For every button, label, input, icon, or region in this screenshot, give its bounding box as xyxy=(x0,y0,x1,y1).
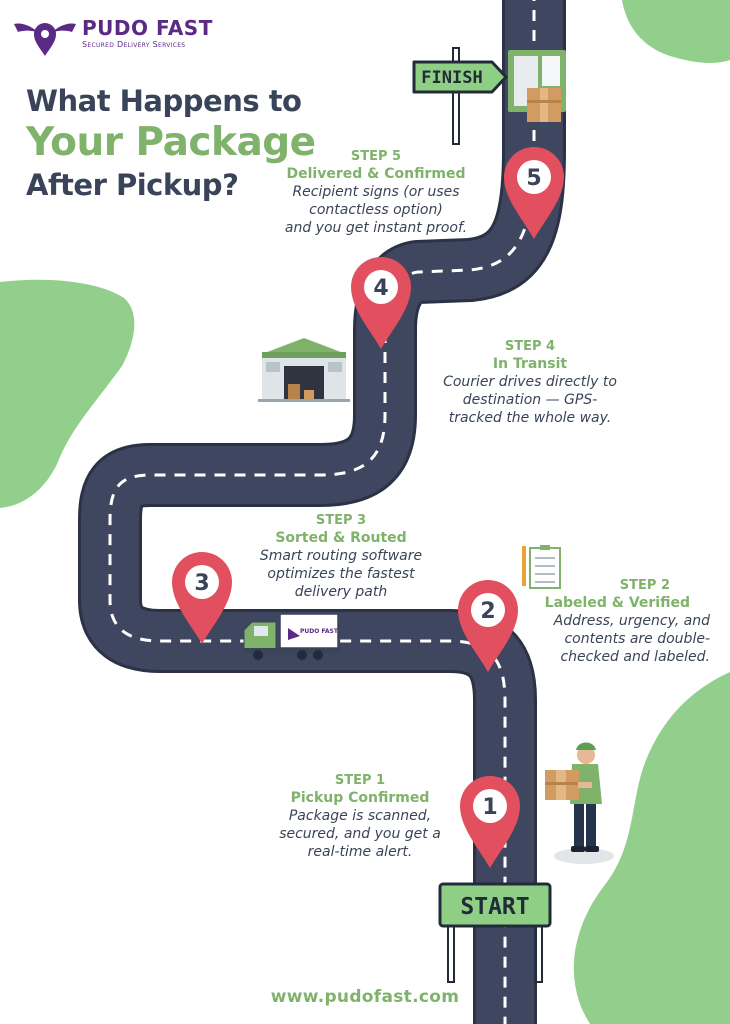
delivery-truck-icon: PUDO FAST xyxy=(243,613,340,660)
page-title-line-2: Your Package xyxy=(26,120,316,165)
step-2-line-2: contents are double- xyxy=(564,631,710,647)
start-sign: START xyxy=(438,882,552,983)
step-1-number: STEP 1 xyxy=(334,773,386,788)
pin-5-number: 5 xyxy=(526,166,541,191)
pin-2-number: 2 xyxy=(480,599,495,624)
step-5-title: Delivered & Confirmed xyxy=(286,166,466,182)
step-3-line-3: delivery path xyxy=(294,584,388,600)
step-1-line-1: Package is scanned, xyxy=(288,808,432,824)
step-4-title: In Transit xyxy=(492,356,568,372)
pin-5-icon: 5 xyxy=(504,147,564,239)
finish-sign: FINISH xyxy=(412,47,508,145)
pin-3-icon: 3 xyxy=(172,552,232,644)
step-3: STEP 3 Sorted & Routed Smart routing sof… xyxy=(234,512,448,601)
step-5-line-2: contactless option) xyxy=(309,202,443,218)
page-title-line-3: After Pickup? xyxy=(26,168,239,202)
step-4: STEP 4 In Transit Courier drives directl… xyxy=(418,338,642,427)
left-blob xyxy=(0,279,135,508)
courier-icon xyxy=(545,742,614,864)
finish-label: FINISH xyxy=(421,68,482,88)
delivery-van-icon xyxy=(508,50,566,122)
truck-brand-label: PUDO FAST xyxy=(300,628,339,635)
pin-2-icon: 2 xyxy=(458,580,518,672)
step-5-line-1: Recipient signs (or uses xyxy=(292,184,460,200)
step-1-line-2: secured, and you get a xyxy=(279,826,441,842)
road-dashes xyxy=(108,0,536,1024)
pin-1-number: 1 xyxy=(482,795,497,820)
top-right-blob xyxy=(622,0,730,63)
step-4-line-1: Courier drives directly to xyxy=(443,374,617,390)
step-1-line-3: real-time alert. xyxy=(307,844,413,860)
pin-1-icon: 1 xyxy=(460,776,520,868)
page-title-line-1: What Happens to xyxy=(26,84,302,118)
pin-4-icon: 4 xyxy=(351,257,411,349)
step-1-title: Pickup Confirmed xyxy=(290,790,430,806)
step-5-line-3: and you get instant proof. xyxy=(284,220,468,236)
step-3-line-1: Smart routing software xyxy=(259,548,423,564)
step-2-line-1: Address, urgency, and xyxy=(553,613,710,629)
warehouse-icon xyxy=(258,338,350,402)
step-4-number: STEP 4 xyxy=(504,339,556,354)
step-4-line-3: tracked the whole way. xyxy=(448,410,612,426)
step-2-title: Labeled & Verified xyxy=(544,595,690,611)
step-3-number: STEP 3 xyxy=(315,513,367,528)
step-5: STEP 5 Delivered & Confirmed Recipient s… xyxy=(262,148,490,237)
bottom-right-blob xyxy=(573,672,730,1024)
step-3-title: Sorted & Routed xyxy=(275,530,407,546)
step-1: STEP 1 Pickup Confirmed Package is scann… xyxy=(262,772,458,861)
step-2-number: STEP 2 xyxy=(619,578,670,593)
logo-icon xyxy=(14,23,76,57)
step-2-line-3: checked and labeled. xyxy=(560,649,710,665)
website-link[interactable]: www.pudofast.com xyxy=(270,987,460,1007)
start-label: START xyxy=(460,894,529,920)
step-3-line-2: optimizes the fastest xyxy=(267,566,415,582)
step-5-number: STEP 5 xyxy=(350,149,402,164)
pin-4-number: 4 xyxy=(373,276,388,301)
pin-3-number: 3 xyxy=(194,571,209,596)
brand-name: PUDO FAST xyxy=(82,16,213,40)
step-2: STEP 2 Labeled & Verified Address, urgen… xyxy=(510,577,710,666)
brand-tagline: Secured Delivery Services xyxy=(82,40,186,49)
clipboard-icon xyxy=(522,545,561,589)
step-4-line-2: destination — GPS- xyxy=(462,392,598,408)
